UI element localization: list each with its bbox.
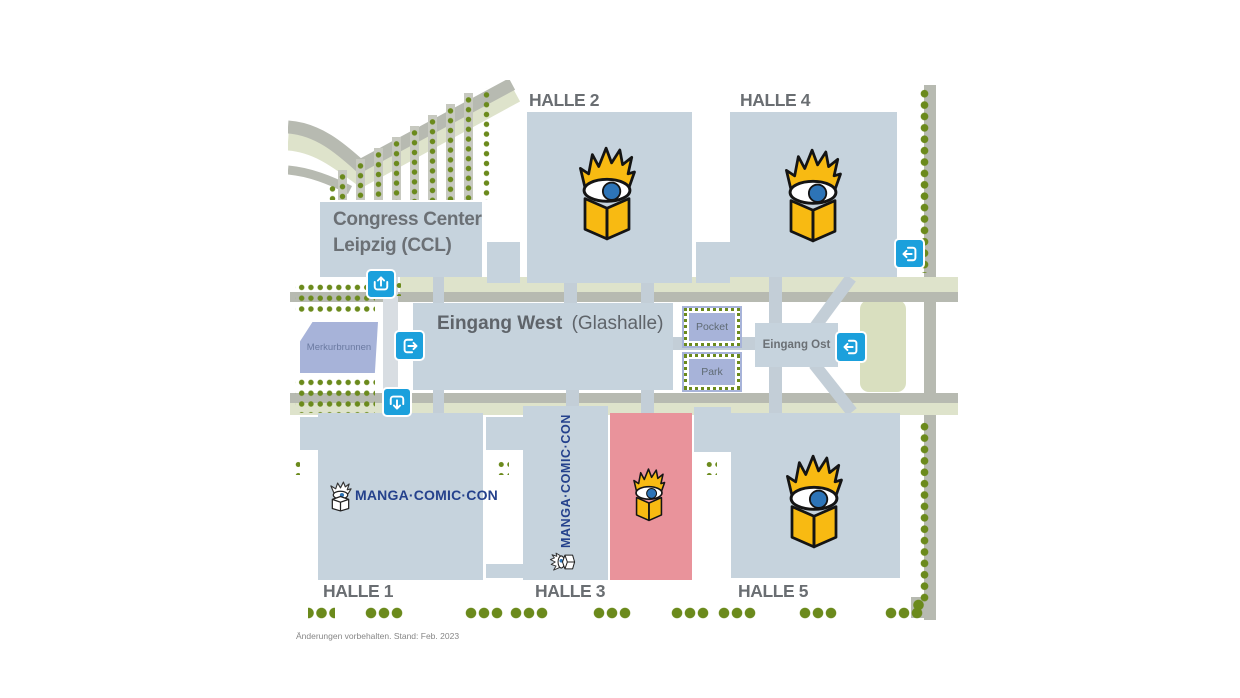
pocket-park-north: Pocket	[682, 306, 742, 348]
eingang-west-regular: (Glashalle)	[571, 313, 664, 334]
halle1-label: HALLE 1	[323, 581, 394, 601]
connector-halle3-halle5	[694, 407, 731, 452]
trees-row-south	[464, 607, 504, 619]
halle1-annex	[300, 417, 318, 450]
trees-row-south	[670, 607, 710, 619]
entrance-halle4-in-icon	[894, 238, 925, 269]
park-dot-border: Park	[684, 354, 740, 390]
parking-row	[338, 170, 347, 200]
eingang-west-label: Eingang West (Glashalle)	[437, 313, 663, 335]
book-fair-logo-small-red-hall	[630, 467, 668, 523]
trees-column-east	[920, 420, 929, 605]
door-arrow-up-icon	[373, 276, 389, 291]
corridor-stub	[641, 277, 654, 309]
parking-row	[374, 148, 383, 200]
eingang-ost-building	[755, 323, 838, 367]
trees-quad	[704, 458, 717, 475]
halle3-label: HALLE 3	[535, 581, 606, 601]
merkurbrunnen-label: Merkurbrunnen	[306, 342, 372, 353]
trees-column-east	[920, 87, 929, 273]
merkurbrunnen-area: Merkurbrunnen	[300, 322, 378, 373]
halle3-building	[523, 406, 608, 580]
tree-row	[482, 88, 491, 200]
door-arrow-right-icon	[403, 338, 418, 353]
entrance-west-down-icon	[382, 387, 412, 417]
book-fair-logo-halle4	[780, 146, 846, 246]
connector-halle1-halle3-bottom	[486, 564, 523, 578]
tree-dot	[912, 599, 925, 611]
ccl-label: Congress Center Leipzig (CCL)	[333, 207, 482, 259]
parking-row	[464, 93, 473, 200]
green-strip-south	[290, 403, 958, 415]
mcc-logo-text-halle1: MANGA·COMIC·CON	[355, 487, 498, 503]
corridor-stub	[564, 277, 577, 309]
corridor-stub	[433, 390, 444, 415]
connector-halle2-halle4	[696, 242, 730, 283]
entrance-west-in-icon	[394, 330, 425, 361]
parking-row	[392, 137, 401, 200]
mcc-mascot-icon	[328, 481, 353, 512]
pocket-park-south: Park	[682, 352, 742, 392]
door-arrow-left-icon	[843, 339, 858, 355]
halle5-label: HALLE 5	[738, 581, 809, 601]
green-block-east	[860, 300, 906, 392]
book-fair-logo-halle5	[781, 452, 847, 552]
tree-row	[328, 182, 337, 200]
trees-pair	[294, 458, 300, 475]
ccl-label-line2: Leipzig (CCL)	[333, 235, 452, 256]
connector-ccl-halle2	[487, 242, 520, 283]
trees-row-south	[364, 607, 404, 619]
walkway-west	[383, 266, 398, 415]
eingang-west-bold: Eingang West	[437, 313, 563, 334]
corridor-stub	[641, 390, 654, 415]
door-arrow-down-icon	[389, 395, 405, 410]
glashalle-building	[413, 303, 673, 390]
trees-row-south	[798, 607, 838, 619]
book-fair-logo-halle2	[574, 144, 640, 244]
pocket-label: Pocket	[689, 313, 735, 341]
mcc-logo-text-halle3: MANGA·COMIC·CON	[559, 414, 573, 548]
footer-note: Änderungen vorbehalten. Stand: Feb. 2023	[296, 631, 460, 641]
trees-pair	[395, 279, 401, 296]
trees-row-south	[592, 607, 632, 619]
trees-grid	[295, 375, 375, 413]
pocket-dot-border: Pocket	[684, 308, 740, 346]
trees-grid	[295, 280, 375, 314]
eingang-ost-label: Eingang Ost	[762, 339, 831, 351]
entrance-ost-in-icon	[835, 331, 867, 363]
park-label: Park	[689, 359, 735, 385]
halle4-label: HALLE 4	[740, 90, 811, 110]
congress-center-building	[320, 202, 482, 277]
trees-quad	[496, 458, 509, 475]
door-arrow-left-icon	[901, 246, 916, 261]
parking-row	[410, 126, 419, 200]
connector-halle1-halle3-top	[486, 417, 523, 450]
corridor-stub	[769, 365, 782, 413]
halle2-label: HALLE 2	[529, 90, 600, 110]
ccl-label-line1: Congress Center	[333, 209, 482, 230]
trees-row-south	[509, 607, 549, 619]
corridor-stub	[433, 277, 444, 309]
mcc-mascot-icon-halle3	[550, 552, 576, 573]
road-south	[290, 393, 958, 403]
trees-row-south	[308, 607, 335, 619]
corridor-stub	[769, 277, 782, 325]
entrance-west-up-icon	[366, 269, 396, 299]
parking-row	[446, 104, 455, 200]
parking-row	[428, 115, 437, 200]
road-north	[290, 292, 958, 302]
trees-row-south	[717, 607, 757, 619]
parking-row	[356, 159, 365, 200]
